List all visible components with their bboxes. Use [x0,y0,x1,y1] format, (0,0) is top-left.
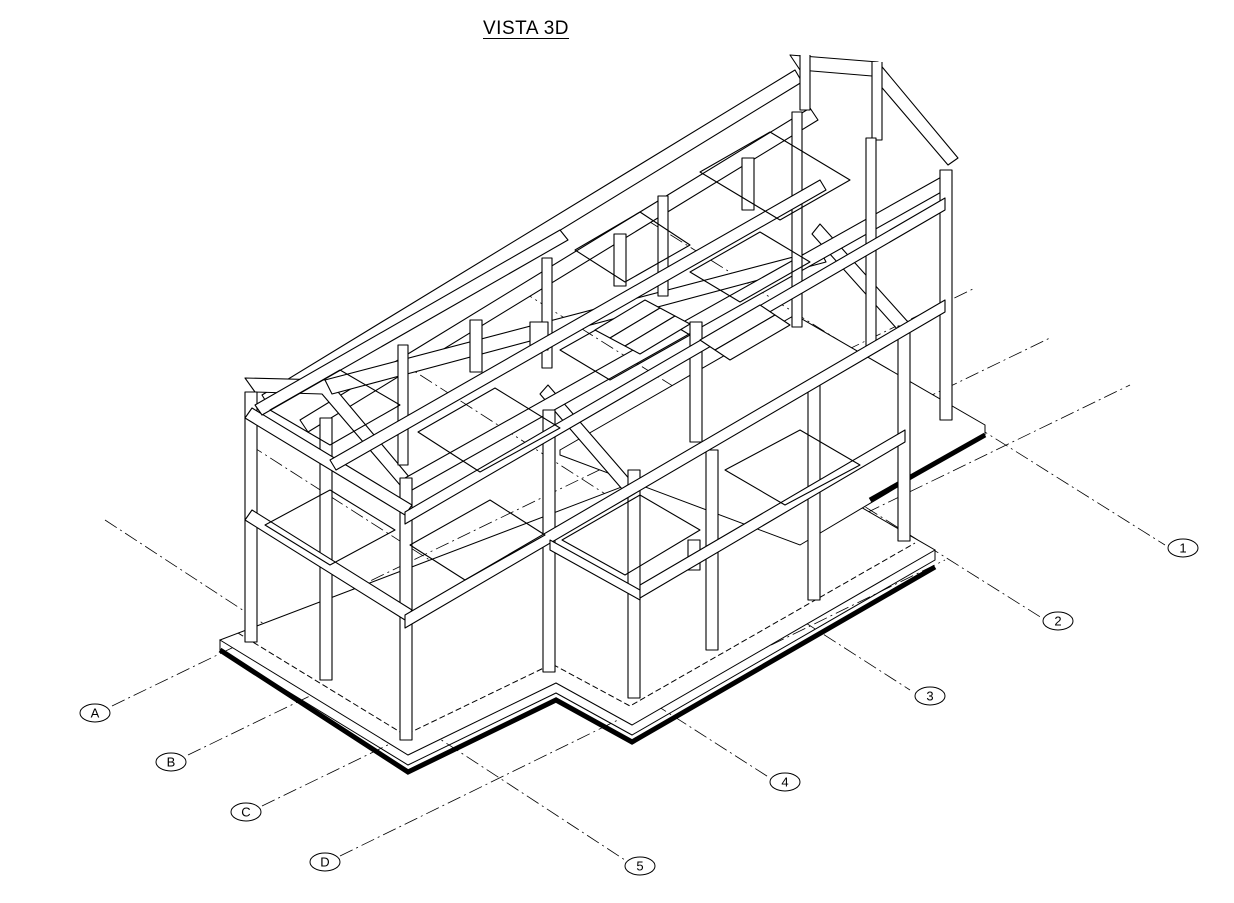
structural-frame [244,54,959,741]
grid-bubbles: 1 2 3 4 5 A B C [79,538,1199,876]
stair [594,299,791,361]
grid-label-1: 1 [1179,541,1186,556]
drawing-title: VISTA 3D [483,18,570,39]
grid-bubble-a: A [79,703,111,723]
grid-label-b: B [167,755,176,770]
grid-bubble-3: 3 [914,686,946,706]
grid-bubble-d: D [309,852,341,872]
grid-label-4: 4 [781,775,788,790]
axis-line-4 [249,444,771,779]
grid-bubble-2: 2 [1042,611,1074,631]
grid-label-5: 5 [636,859,643,874]
grid-label-3: 3 [926,689,933,704]
axis-line-3 [399,361,911,691]
grid-label-a: A [91,706,100,721]
grid-bubble-c: C [230,802,262,822]
axis-line-2 [519,289,1043,619]
grid-bubble-b: B [155,752,187,772]
grid-bubble-5: 5 [624,856,656,876]
grid-label-2: 2 [1054,614,1061,629]
grid-label-c: C [241,805,250,820]
grid-label-d: D [320,855,329,870]
grid-bubble-4: 4 [769,772,801,792]
grid-bubble-1: 1 [1167,538,1199,558]
